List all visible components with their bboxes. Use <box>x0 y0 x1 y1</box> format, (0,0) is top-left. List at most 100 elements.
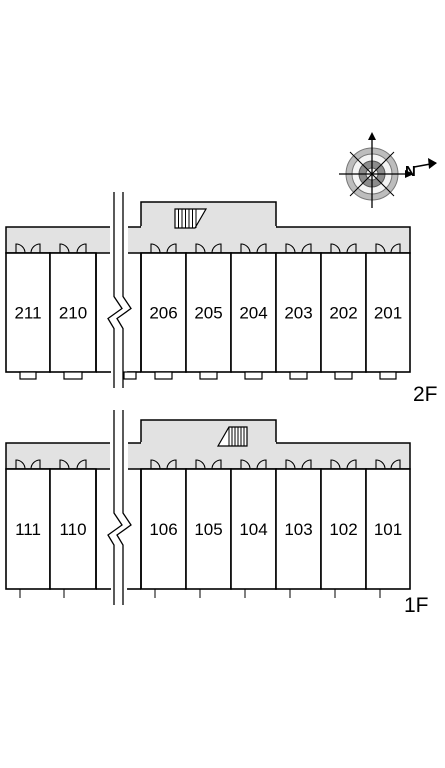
unit-number: 102 <box>329 520 357 539</box>
unit-104: 104 <box>230 459 277 598</box>
door-icon <box>59 243 70 254</box>
floor-label-2f: 2F <box>413 383 438 406</box>
break-gap <box>110 192 128 392</box>
door-icon <box>330 459 341 470</box>
balcony <box>63 371 83 380</box>
door-icon <box>211 243 222 254</box>
unit-number: 104 <box>239 520 267 539</box>
corridor <box>5 226 411 254</box>
unit-number: 205 <box>194 304 222 323</box>
unit-outline <box>230 468 277 590</box>
unit-205: 205 <box>185 243 232 380</box>
balcony <box>379 371 397 380</box>
unit-outline <box>5 468 51 590</box>
floor-2f: 211 210 206 205 204 203 202 201 2F <box>5 192 438 406</box>
balcony <box>199 371 218 380</box>
unit-number: 110 <box>59 520 86 539</box>
corridor-join <box>141 442 276 445</box>
unit-outline <box>365 468 411 590</box>
door-icon <box>285 459 296 470</box>
door-icon <box>256 243 267 254</box>
door-icon <box>301 459 312 470</box>
break-gap <box>110 410 128 609</box>
compass-north-label: N <box>405 163 416 180</box>
break-line <box>107 410 123 605</box>
door-icon <box>76 243 87 254</box>
door-icon <box>256 459 267 470</box>
unit-outline <box>230 252 277 373</box>
door-icon <box>390 243 401 254</box>
break-line <box>107 192 123 388</box>
break-line <box>116 410 132 605</box>
door-icon <box>346 243 357 254</box>
door-icon <box>59 459 70 470</box>
balcony <box>19 371 37 380</box>
door-icon <box>390 459 401 470</box>
unit-103: 103 <box>275 459 322 598</box>
corridor-join <box>141 226 276 229</box>
unit-111: 111 <box>5 459 51 598</box>
door-icon <box>76 459 87 470</box>
unit-102: 102 <box>320 459 367 598</box>
door-icon <box>30 459 41 470</box>
door-icon <box>166 459 177 470</box>
unit-outline <box>275 468 322 590</box>
unit-number: 202 <box>329 304 357 323</box>
unit-105: 105 <box>185 459 232 598</box>
unit-outline <box>365 252 411 373</box>
door-icon <box>150 243 161 254</box>
balcony <box>244 371 263 380</box>
omitted-section <box>95 469 142 590</box>
unit-210: 210 <box>49 243 97 380</box>
floor-label-1f: 1F <box>404 594 429 617</box>
unit-204: 204 <box>230 243 277 380</box>
balcony <box>289 371 308 380</box>
door-icon <box>330 243 341 254</box>
omitted-section <box>95 253 142 380</box>
compass-icon: N <box>339 132 437 208</box>
door-icon <box>375 243 386 254</box>
door-icon <box>301 243 312 254</box>
balcony <box>154 371 173 380</box>
unit-outline <box>275 252 322 373</box>
door-icon <box>375 459 386 470</box>
unit-number: 105 <box>194 520 222 539</box>
door-icon <box>240 243 251 254</box>
unit-number: 203 <box>284 304 312 323</box>
unit-outline <box>320 252 367 373</box>
door-icon <box>166 243 177 254</box>
unit-number: 204 <box>239 304 267 323</box>
break-line <box>116 192 132 388</box>
stairs-icon <box>174 208 208 229</box>
unit-number: 111 <box>15 520 41 539</box>
unit-211: 211 <box>5 243 51 380</box>
unit-number: 210 <box>59 304 87 323</box>
unit-number: 103 <box>284 520 312 539</box>
balcony <box>334 371 353 380</box>
unit-202: 202 <box>320 243 367 380</box>
stair-block <box>140 419 277 443</box>
unit-outline <box>140 468 187 590</box>
unit-number: 206 <box>149 304 177 323</box>
unit-110: 110 <box>49 459 97 598</box>
unit-106: 106 <box>140 459 187 598</box>
unit-outline <box>49 468 97 590</box>
door-icon <box>15 243 26 254</box>
unit-101: 101 <box>365 459 411 598</box>
door-icon <box>195 243 206 254</box>
floor-1f: 111 110 106 105 104 103 102 101 1F <box>5 410 429 617</box>
door-icon <box>240 459 251 470</box>
unit-number: 211 <box>14 304 41 323</box>
door-icon <box>346 459 357 470</box>
unit-number: 101 <box>374 520 402 539</box>
door-icon <box>285 243 296 254</box>
door-icon <box>150 459 161 470</box>
unit-201: 201 <box>365 243 411 380</box>
unit-outline <box>185 468 232 590</box>
corridor <box>5 442 411 470</box>
door-icon <box>195 459 206 470</box>
unit-outline <box>140 252 187 373</box>
unit-number: 201 <box>374 304 402 323</box>
door-icon <box>15 459 26 470</box>
